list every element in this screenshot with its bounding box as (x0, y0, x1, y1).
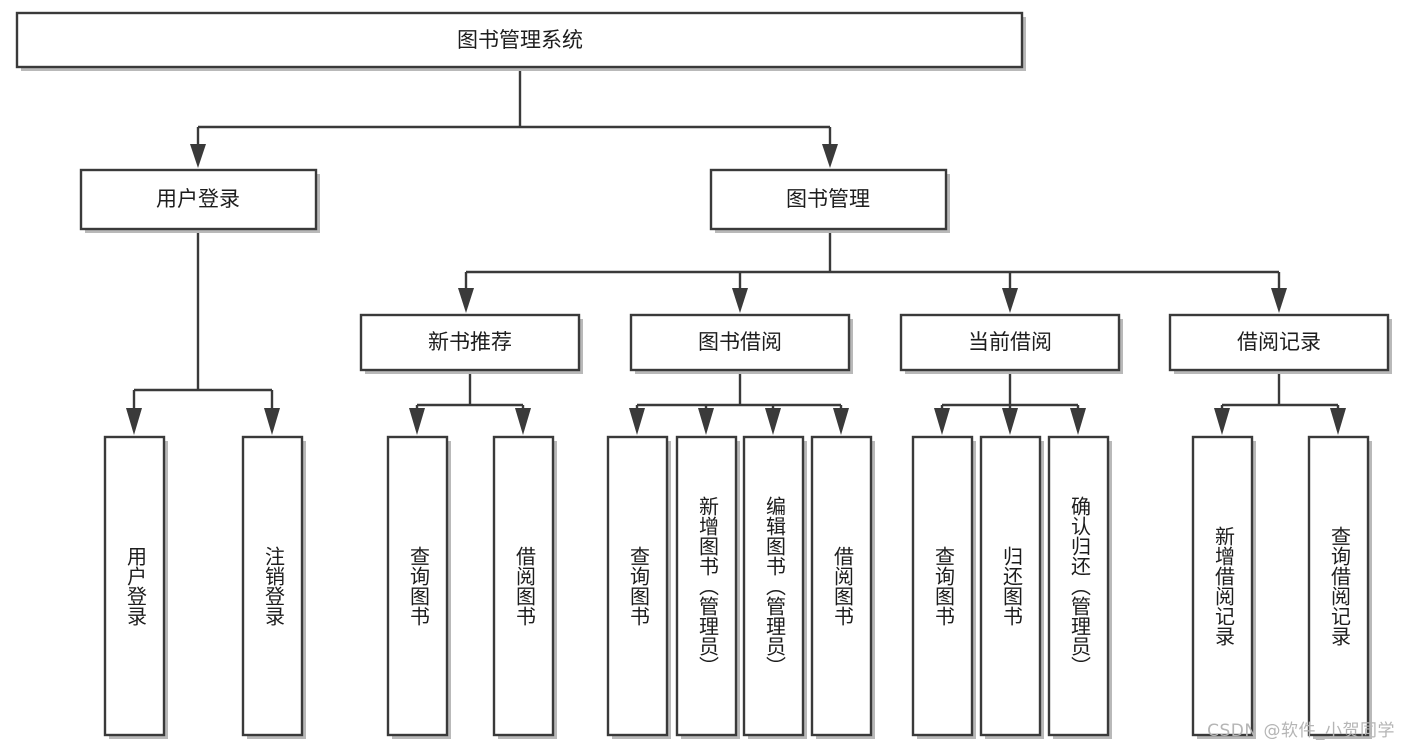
node-borrow-records-box[interactable] (1168, 313, 1390, 372)
arrow-head-currentborrow-3 (1070, 408, 1086, 435)
arrow-head-bookborrow-1 (629, 408, 645, 435)
arrow-head-newbooks-2 (515, 408, 531, 435)
leaf-user-login-1-box[interactable] (103, 435, 166, 737)
leaf-new-books-2-label: 借阅图书 (513, 546, 537, 626)
arrow-head-level3-2 (732, 288, 748, 313)
arrow-head-currentborrow-1 (934, 408, 950, 435)
leaf-new-books-1-box[interactable] (386, 435, 449, 737)
arrow-head-userlogin-1 (126, 408, 142, 435)
node-book-management[interactable]: 图书管理 (709, 168, 950, 233)
leaf-user-login-2-label: 注销登录 (262, 546, 286, 626)
node-book-management-box[interactable] (709, 168, 948, 231)
node-current-borrow-box[interactable] (899, 313, 1121, 372)
arrow-head-newbooks-1 (409, 408, 425, 435)
node-book-borrow-label: 图书借阅 (698, 330, 782, 354)
connector-group-newbooks (409, 374, 531, 435)
arrow-head-level3-1 (458, 288, 474, 313)
leaf-book-borrow-3-label: 编辑图书（管理员） (763, 496, 787, 676)
leaf-book-borrow-4-label: 借阅图书 (831, 546, 855, 626)
leaf-user-login-1-label: 用户登录 (124, 546, 148, 626)
leaf-book-borrow-2-label: 新增图书（管理员） (696, 496, 720, 676)
leaf-borrow-records-1-label: 新增借阅记录 (1212, 526, 1236, 646)
leaf-current-borrow-2-box[interactable] (979, 435, 1042, 737)
arrow-head-currentborrow-2 (1002, 408, 1018, 435)
connector-group-borrowrecords (1214, 374, 1346, 435)
leaf-current-borrow-3-label: 确认归还（管理员） (1068, 496, 1092, 676)
leaf-new-books-1-label: 查询图书 (407, 546, 431, 626)
connector-group-bookborrow (629, 374, 849, 435)
leaf-borrow-records-1[interactable]: 新增借阅记录 (1191, 435, 1256, 739)
connector-group-bookmgmt (458, 233, 1287, 313)
leaf-user-login-2[interactable]: 注销登录 (241, 435, 306, 739)
leaf-new-books-2[interactable]: 借阅图书 (492, 435, 557, 739)
leaf-current-borrow-3[interactable]: 确认归还（管理员） (1047, 435, 1112, 739)
arrow-head-level3-4 (1271, 288, 1287, 313)
leaf-borrow-records-2-label: 查询借阅记录 (1328, 526, 1352, 646)
leaf-book-borrow-3-box[interactable] (742, 435, 805, 737)
node-root-label: 图书管理系统 (457, 28, 583, 52)
node-book-borrow-box[interactable] (629, 313, 851, 372)
leaf-user-login-2-box[interactable] (241, 435, 304, 737)
node-new-book-recommend-label: 新书推荐 (428, 330, 512, 354)
node-current-borrow-label: 当前借阅 (968, 330, 1052, 354)
leaf-borrow-records-2-box[interactable] (1307, 435, 1370, 737)
arrow-head-userlogin-2 (264, 408, 280, 435)
leaf-current-borrow-1-label: 查询图书 (932, 546, 956, 626)
leaf-book-borrow-2[interactable]: 新增图书（管理员） (675, 435, 740, 739)
leaf-book-borrow-2-box[interactable] (675, 435, 738, 737)
node-new-book-recommend[interactable]: 新书推荐 (359, 313, 583, 374)
leaf-current-borrow-1-box[interactable] (911, 435, 974, 737)
node-current-borrow[interactable]: 当前借阅 (899, 313, 1123, 374)
node-new-book-recommend-box[interactable] (359, 313, 581, 372)
arrow-head-bookborrow-2 (698, 408, 714, 435)
arrow-head-level3-3 (1002, 288, 1018, 313)
arrow-head-bookborrow-3 (765, 408, 781, 435)
leaf-book-borrow-1-box[interactable] (606, 435, 669, 737)
leaf-book-borrow-4-box[interactable] (810, 435, 873, 737)
arrow-head-bookborrow-4 (833, 408, 849, 435)
leaf-borrow-records-1-box[interactable] (1191, 435, 1254, 737)
leaf-book-borrow-3[interactable]: 编辑图书（管理员） (742, 435, 807, 739)
arrow-head-bookmgmt (822, 144, 838, 168)
connector-group-currentborrow (934, 374, 1086, 435)
leaf-user-login-1[interactable]: 用户登录 (103, 435, 168, 739)
node-borrow-records-label: 借阅记录 (1237, 330, 1321, 354)
leaf-new-books-1[interactable]: 查询图书 (386, 435, 451, 739)
node-root[interactable]: 图书管理系统 (15, 11, 1026, 71)
leaf-current-borrow-1[interactable]: 查询图书 (911, 435, 976, 739)
node-user-login-box[interactable] (79, 168, 318, 231)
node-root-box[interactable] (15, 11, 1024, 69)
node-borrow-records[interactable]: 借阅记录 (1168, 313, 1392, 374)
node-book-borrow[interactable]: 图书借阅 (629, 313, 853, 374)
leaf-new-books-2-box[interactable] (492, 435, 555, 737)
node-user-login-label: 用户登录 (156, 187, 240, 211)
arrow-head-borrowrecords-2 (1330, 408, 1346, 435)
leaf-book-borrow-4[interactable]: 借阅图书 (810, 435, 875, 739)
leaf-current-borrow-3-box[interactable] (1047, 435, 1110, 737)
leaf-current-borrow-2-label: 归还图书 (1000, 546, 1024, 626)
leaf-borrow-records-2[interactable]: 查询借阅记录 (1307, 435, 1372, 739)
connector-group-root (190, 68, 838, 168)
connector-group-userlogin (126, 233, 280, 435)
arrow-head-borrowrecords-1 (1214, 408, 1230, 435)
node-user-login[interactable]: 用户登录 (79, 168, 320, 233)
leaf-current-borrow-2[interactable]: 归还图书 (979, 435, 1044, 739)
leaf-book-borrow-1[interactable]: 查询图书 (606, 435, 671, 739)
leaf-book-borrow-1-label: 查询图书 (627, 546, 651, 626)
arrow-head-userlogin (190, 144, 206, 168)
node-book-management-label: 图书管理 (786, 187, 870, 211)
